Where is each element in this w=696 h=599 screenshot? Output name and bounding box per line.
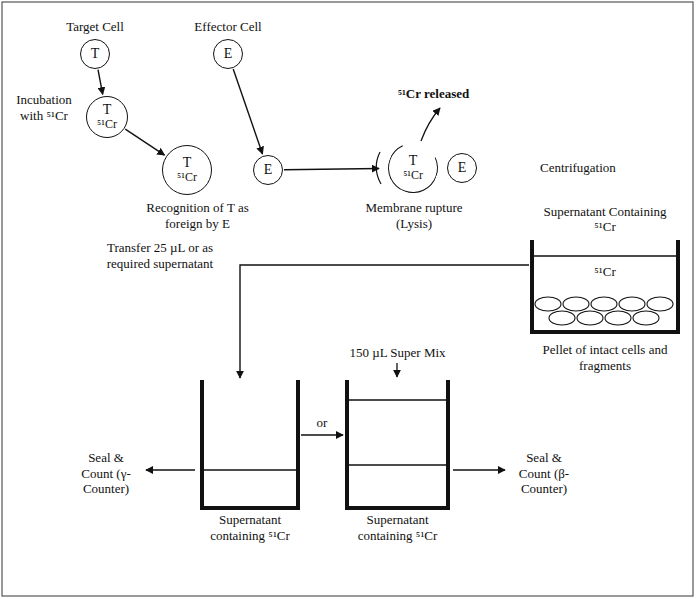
node-body: T⁵¹Cr	[177, 156, 197, 183]
annotation: Seal & Count (γ-Counter)	[72, 450, 140, 497]
node-content: ⁵¹Cr	[403, 169, 423, 182]
sample-well: Supernatant containing ⁵¹Cr	[345, 380, 450, 510]
flow-arrow	[125, 129, 164, 155]
sample-well: Supernatant Containing ⁵¹Cr⁵¹Cr	[530, 240, 680, 334]
node-body: E	[458, 161, 467, 176]
node-content: T	[103, 103, 112, 118]
add-arrow	[396, 363, 397, 377]
well-contents	[349, 380, 446, 506]
annotation: Seal & Count (β-Counter)	[510, 450, 578, 497]
annotation: Incubation with ⁵¹Cr	[6, 92, 82, 123]
node-heading: Target Cell	[66, 19, 124, 35]
sample-well: Supernatant containing ⁵¹Cr	[200, 380, 300, 510]
annotation: ⁵¹Cr released	[398, 86, 469, 102]
annotation: Membrane rupture (Lysis)	[358, 200, 470, 231]
cell-circle: EEffector Cell	[213, 39, 243, 69]
count-arrow	[453, 469, 505, 470]
flow-arrow	[284, 169, 379, 170]
node-body: E	[224, 47, 233, 62]
cell-circle: TTarget Cell	[80, 39, 110, 69]
count-arrow	[146, 469, 195, 470]
annotation: Pellet of intact cells and fragments	[530, 342, 680, 373]
flow-arrow	[301, 434, 343, 435]
release-arrow	[421, 108, 440, 141]
node-content: T	[409, 154, 418, 169]
cell-circle: T⁵¹Cr	[86, 96, 128, 138]
node-content: T	[183, 156, 192, 171]
node-content: ⁵¹Cr	[177, 171, 197, 184]
annotation: Transfer 25 µL or as required supernatan…	[90, 240, 230, 271]
node-body: T	[91, 47, 100, 62]
annotation: Recognition of T as foreign by E	[135, 200, 260, 231]
cell-circle: T⁵¹Cr	[162, 145, 212, 195]
cell-circle: T⁵¹Cr	[381, 136, 445, 200]
node-content: E	[224, 47, 233, 62]
cell-circle: E	[253, 155, 283, 185]
node-content: ⁵¹Cr	[594, 264, 615, 280]
node-body: T⁵¹Cr	[403, 154, 423, 181]
node-body: T⁵¹Cr	[97, 103, 117, 130]
well-contents	[534, 240, 676, 330]
flow-arrow	[98, 70, 103, 95]
node-heading: Effector Cell	[194, 19, 261, 35]
node-heading: Supernatant containing ⁵¹Cr	[343, 512, 453, 543]
well-contents	[204, 380, 296, 506]
annotation: Centrifugation	[540, 160, 616, 176]
node-content: ⁵¹Cr	[97, 118, 117, 131]
node-content: E	[264, 163, 273, 178]
node-heading: Supernatant containing ⁵¹Cr	[195, 512, 305, 543]
node-content: E	[458, 161, 467, 176]
flow-arrow	[240, 265, 529, 378]
node-content: T	[91, 47, 100, 62]
edge-label: or	[315, 415, 330, 431]
flow-arrow	[233, 69, 262, 154]
annotation: 150 µL Super Mix	[340, 345, 455, 361]
node-heading: Supernatant Containing ⁵¹Cr	[540, 204, 670, 235]
node-body: E	[264, 163, 273, 178]
cell-circle: E	[447, 153, 477, 183]
